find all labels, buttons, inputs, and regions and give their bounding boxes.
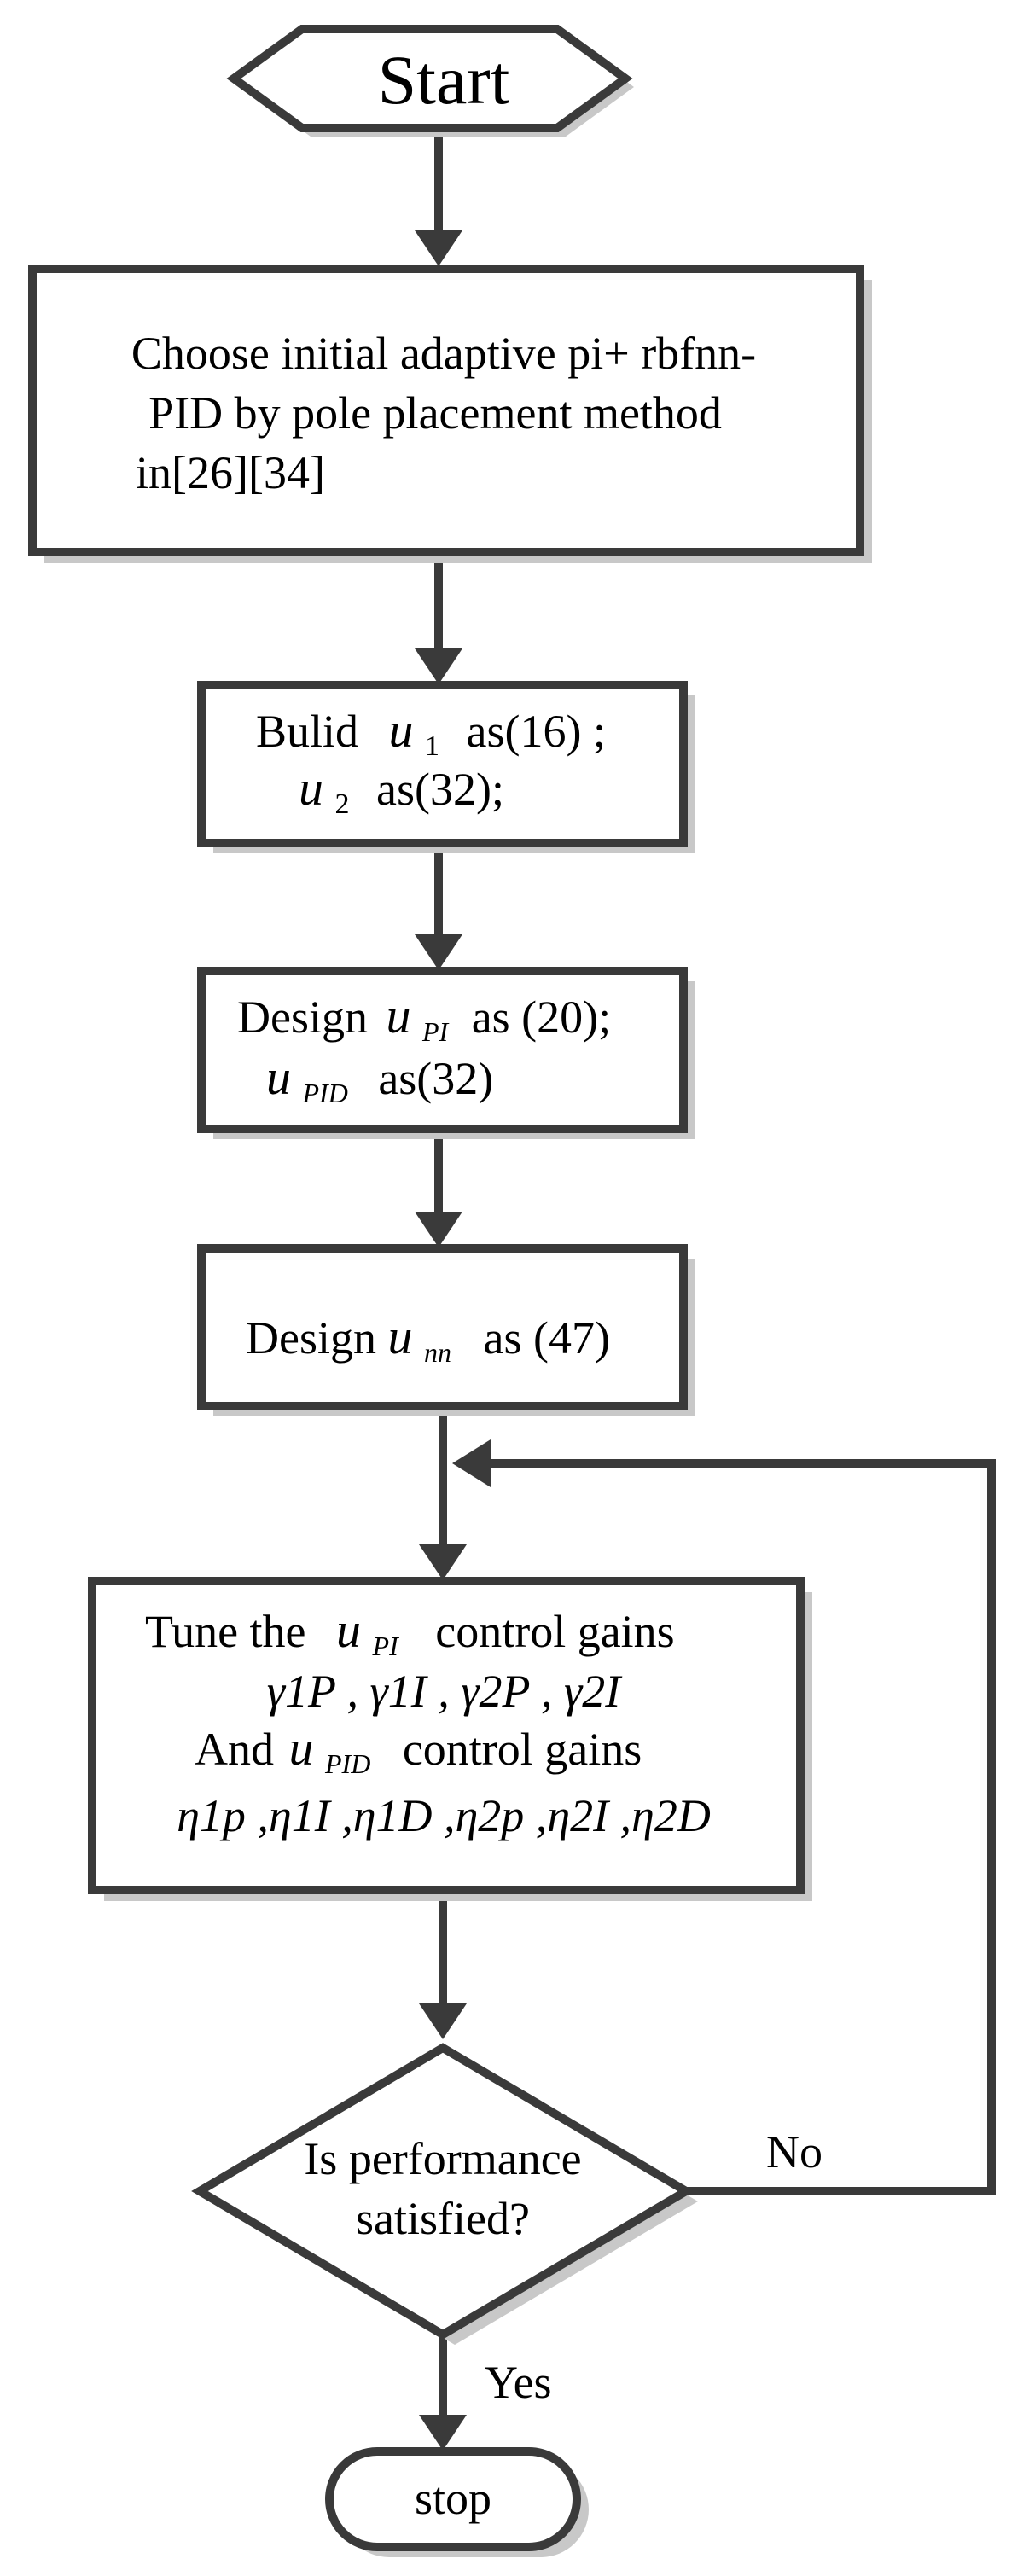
step4-box: Design u nn as (47): [197, 1244, 695, 1416]
step5-rect: [88, 1577, 805, 1894]
arrowhead-step3: [415, 934, 462, 970]
connectors: [415, 128, 996, 2451]
arrowhead-step1: [415, 230, 462, 266]
step5-etas: η1p ,η1I ,η1D ,η2p ,η2I ,η2D: [177, 1790, 711, 1841]
start-label: Start: [378, 41, 510, 119]
step4-rect: [197, 1244, 688, 1410]
step2-line1: Bulid u 1 as(16) ;: [256, 702, 606, 765]
arrowhead-step2: [415, 648, 462, 684]
stop-rect: [325, 2447, 581, 2551]
step4-line: Design u nn as (47): [246, 1309, 610, 1372]
start-node: Start: [226, 25, 634, 137]
unn-var: u: [387, 1309, 412, 1364]
arrowhead-step5: [419, 1544, 467, 1580]
step2-line1-post: as(16) ;: [467, 706, 606, 757]
step2-rect: [197, 681, 688, 847]
decision-line1: Is performance: [304, 2133, 581, 2184]
step5-box: Tune the u PI control gains γ1P , γ1I , …: [88, 1577, 812, 1901]
step2-line2: u 2 as(32);: [299, 760, 504, 823]
no-branch-label: No: [766, 2126, 823, 2178]
step4-pre: Design: [246, 1312, 376, 1364]
no-loop-line: [491, 1459, 996, 2195]
step3-line1-pre: Design: [237, 991, 368, 1043]
step5-gammas: γ1P , γ1I , γ2P , γ2I: [267, 1666, 624, 1717]
step5-line3: And u PID control gains: [195, 1720, 642, 1783]
u1-var: u: [389, 702, 414, 758]
arrowhead-decision: [419, 2003, 467, 2039]
step5-line1: Tune the u PI control gains: [145, 1602, 675, 1666]
step3-line1-post: as (20);: [472, 991, 611, 1043]
step2-box: Bulid u 1 as(16) ; u 2 as(32);: [197, 681, 695, 853]
upi-sub: PI: [421, 1016, 450, 1047]
step3-rect: [197, 967, 688, 1133]
decision-line2: satisfied?: [356, 2193, 530, 2244]
start-hexagon: [226, 25, 633, 132]
step5-line3-pre: And: [195, 1724, 274, 1775]
yes-branch-label: Yes: [485, 2357, 552, 2408]
arrowhead-no-loop: [452, 1439, 491, 1487]
step3-line1: Design u PI as (20);: [237, 988, 611, 1051]
step1-line3: in[26][34]: [136, 447, 325, 498]
step1-box: Choose initial adaptive pi+ rbfnn- PID b…: [28, 265, 872, 563]
step2-line1-pre: Bulid: [256, 706, 358, 757]
step5-upid-var: u: [289, 1720, 314, 1776]
upid-sub: PID: [302, 1078, 348, 1108]
step1-line2: PID by pole placement method: [148, 387, 722, 439]
stop-node: stop: [325, 2447, 589, 2557]
arrowhead-step4: [415, 1212, 462, 1247]
decision-diamond: [191, 2043, 695, 2340]
step5-upi-sub: PI: [372, 1631, 400, 1661]
step3-line2-post: as(32): [378, 1053, 493, 1104]
stop-label: stop: [415, 2473, 491, 2524]
decision-node: Is performance satisfied?: [191, 2043, 698, 2345]
step5-upi-var: u: [336, 1602, 361, 1658]
step5-line3-post: control gains: [403, 1724, 642, 1775]
u2-var: u: [299, 760, 323, 816]
u2-sub: 2: [335, 788, 350, 820]
step1-line1: Choose initial adaptive pi+ rbfnn-: [131, 328, 756, 379]
step4-post: as (47): [483, 1312, 609, 1364]
step2-line2-post: as(32);: [376, 764, 504, 815]
step5-line1-pre: Tune the: [145, 1606, 306, 1657]
step1-rect: [28, 265, 864, 556]
u1-sub: 1: [425, 730, 439, 762]
unn-sub: nn: [424, 1337, 451, 1368]
step5-upid-sub: PID: [324, 1748, 370, 1779]
upi-var: u: [386, 988, 410, 1044]
step3-line2: u PID as(32): [266, 1050, 493, 1113]
arrowhead-stop: [419, 2415, 467, 2451]
step3-box: Design u PI as (20); u PID as(32): [197, 967, 695, 1139]
step5-line1-post: control gains: [435, 1606, 674, 1657]
upid-var: u: [266, 1050, 291, 1105]
